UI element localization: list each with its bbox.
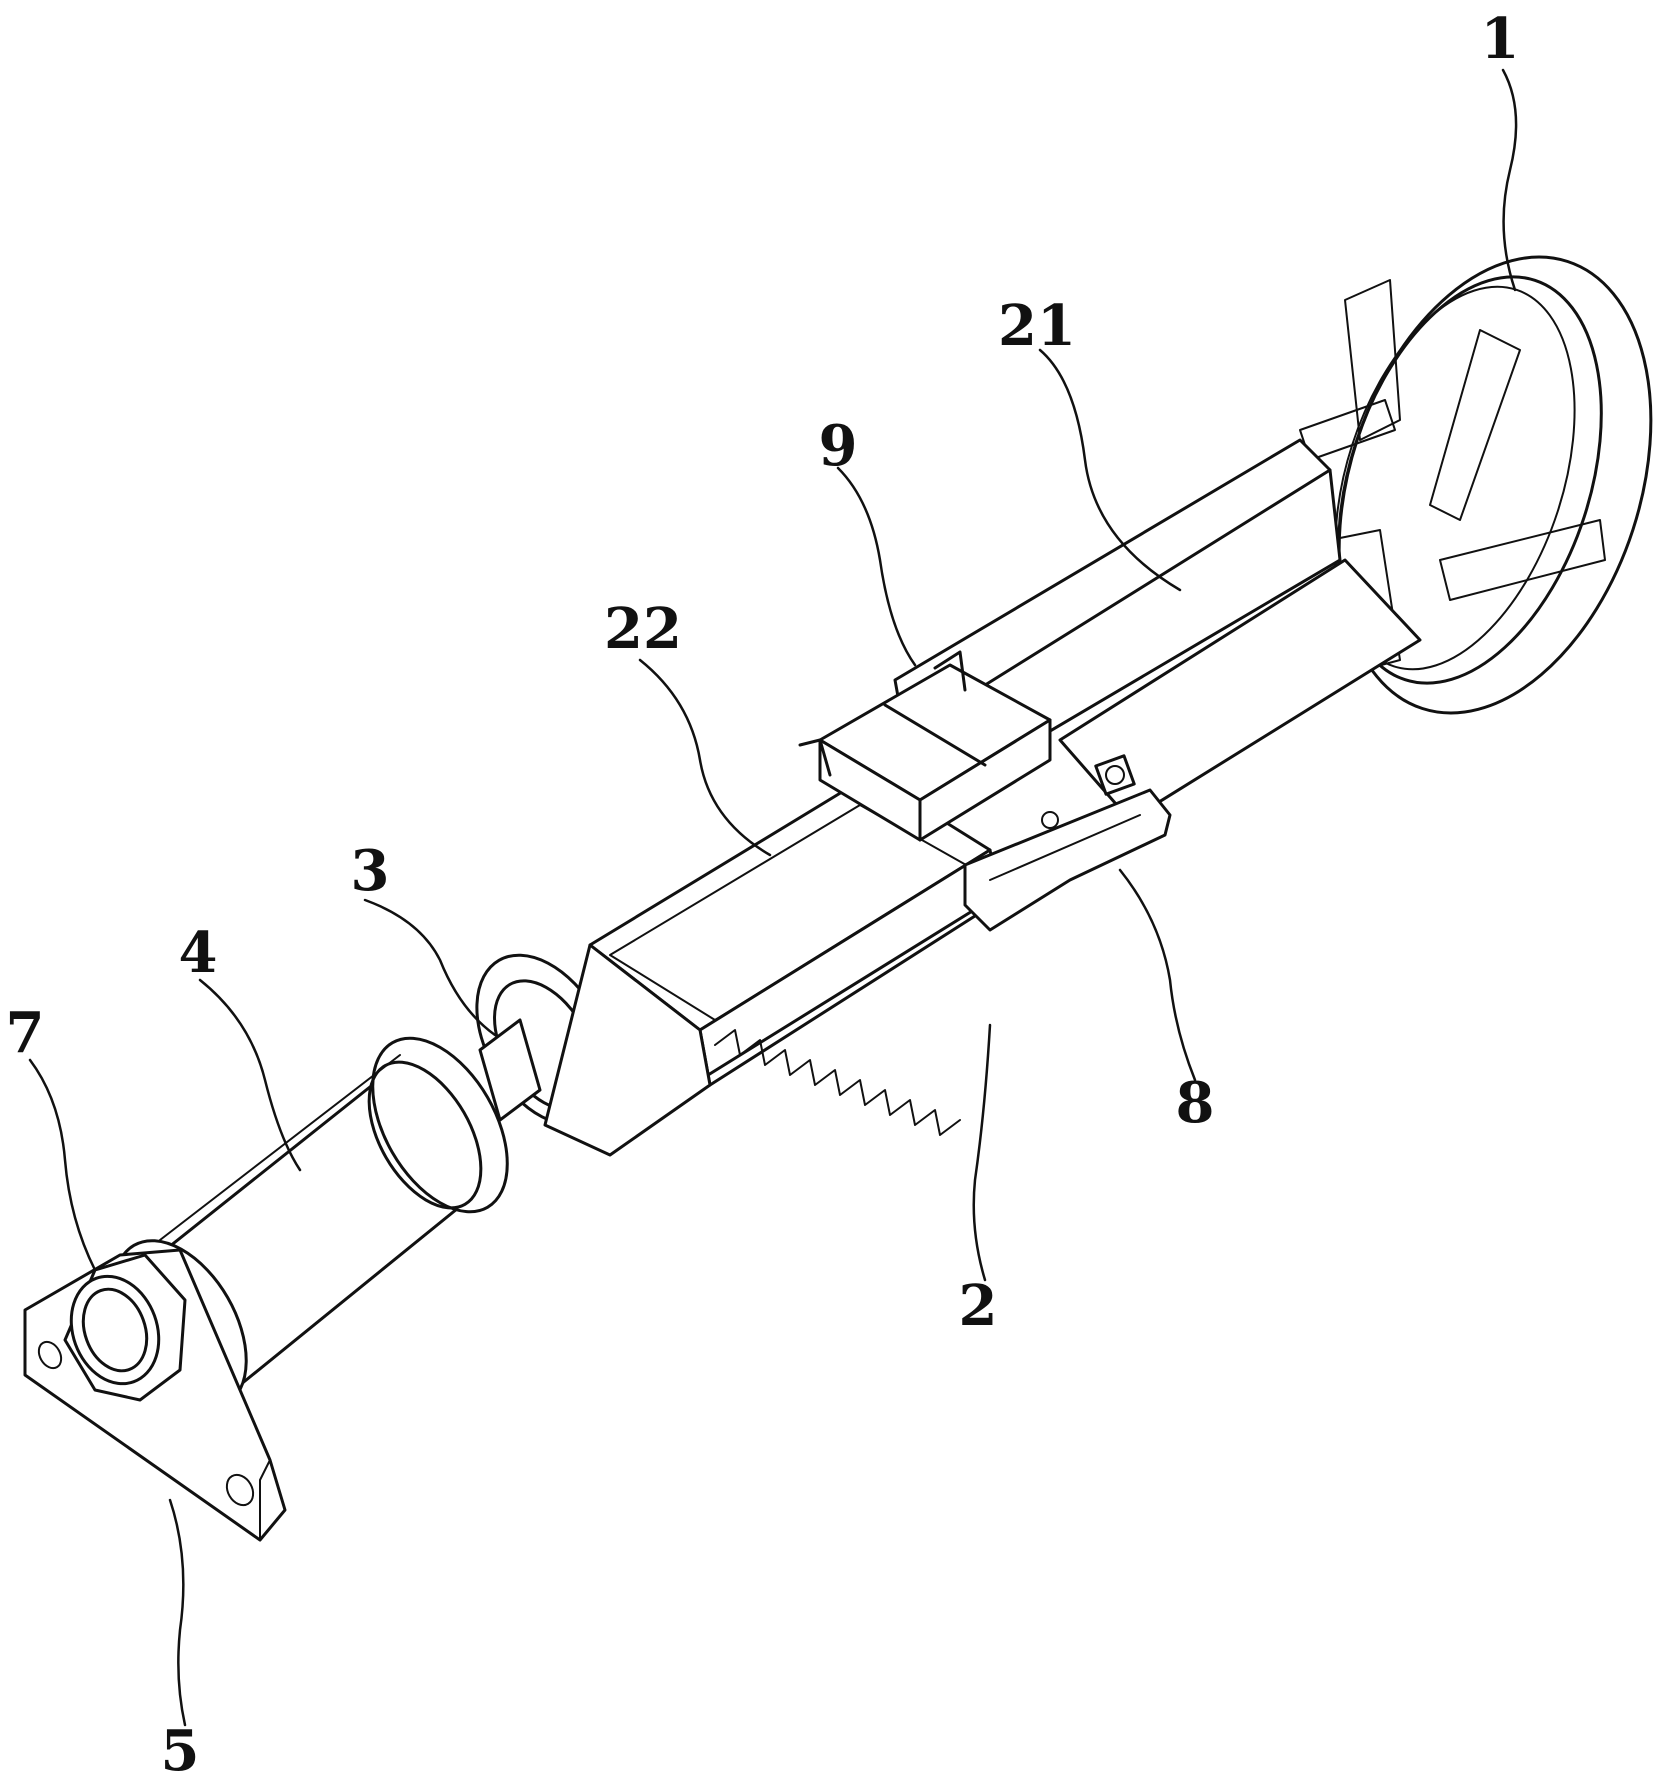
leader-9 [838, 468, 915, 665]
label-2: 2 [959, 1273, 998, 1339]
leader-3 [365, 900, 495, 1035]
leader-7 [30, 1060, 95, 1270]
leader-8 [1120, 870, 1195, 1080]
label-1: 1 [1481, 6, 1520, 72]
leader-2 [974, 1025, 990, 1280]
label-5: 5 [161, 1718, 200, 1781]
label-4: 4 [179, 920, 218, 986]
leader-4 [200, 980, 300, 1170]
leader-5 [170, 1500, 185, 1725]
label-7: 7 [6, 1000, 45, 1066]
label-21: 21 [998, 293, 1076, 359]
leader-22 [640, 660, 770, 855]
label-22: 22 [604, 596, 682, 662]
leader-1 [1503, 70, 1516, 290]
label-8: 8 [1176, 1070, 1215, 1136]
label-9: 9 [819, 413, 858, 479]
label-3: 3 [351, 838, 390, 904]
